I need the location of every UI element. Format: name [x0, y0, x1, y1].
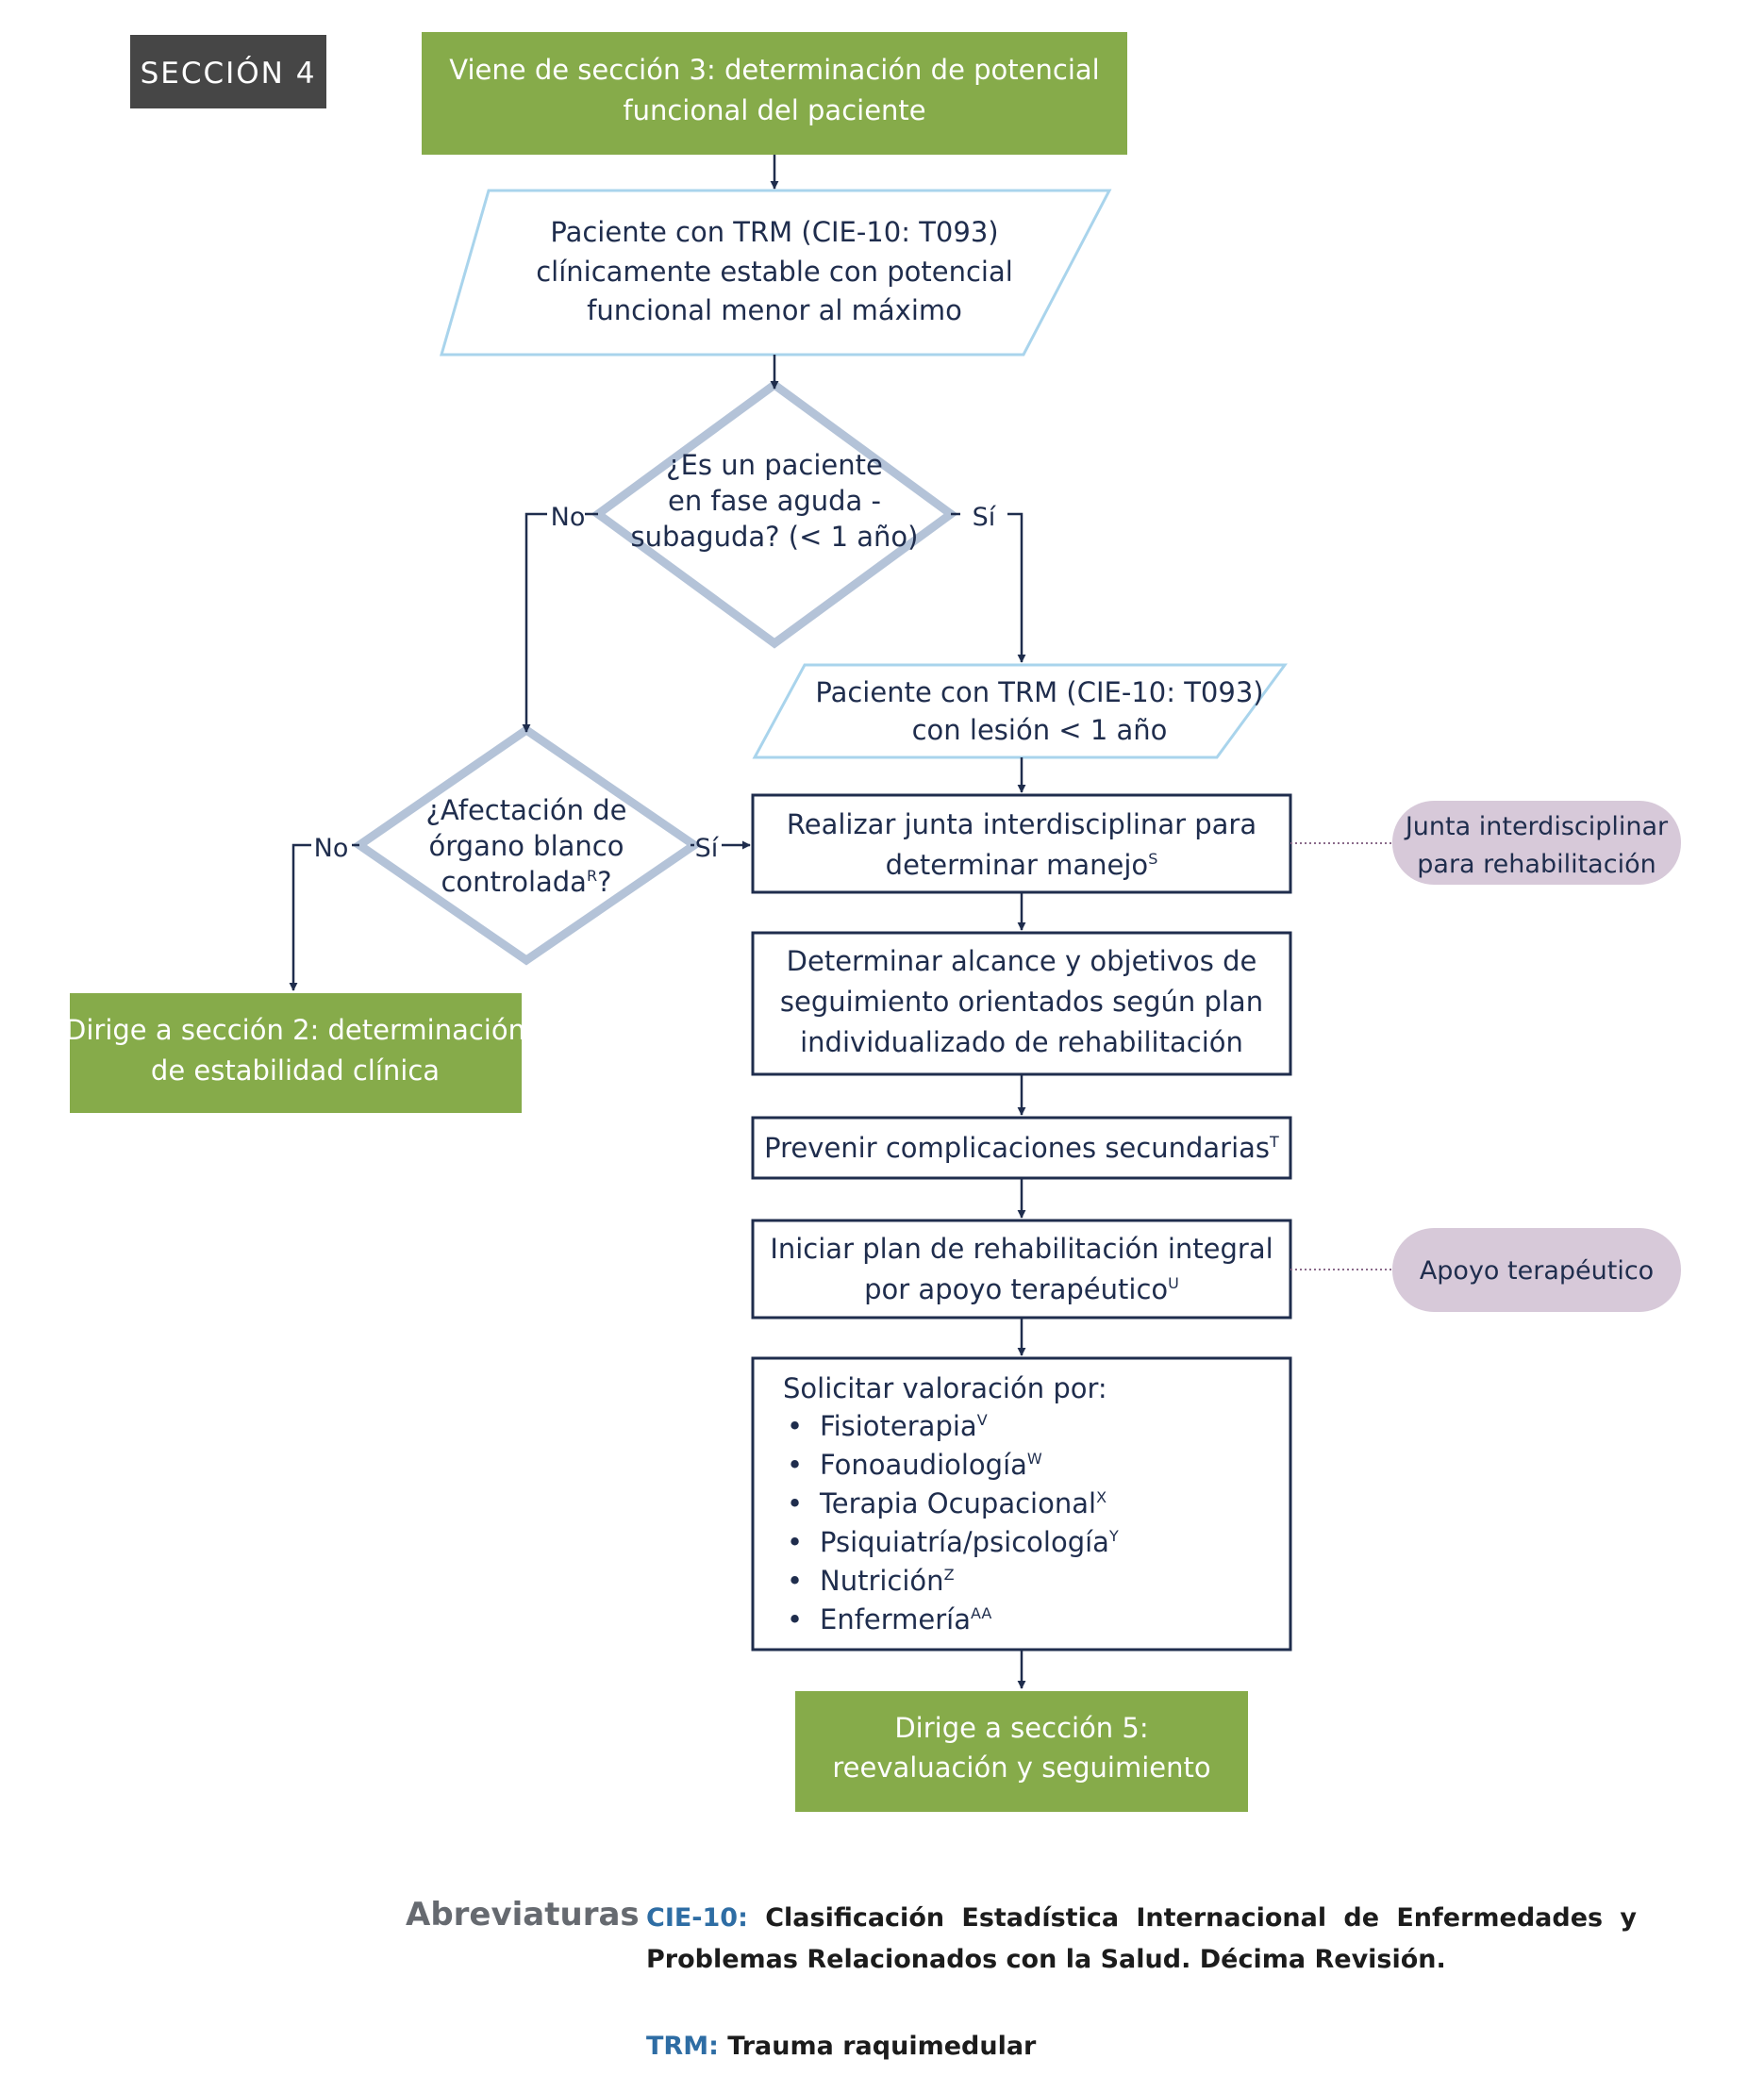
apoyo-note-label: Apoyo terapéutico: [1420, 1256, 1654, 1286]
solicitar-item: Terapia OcupacionalX: [819, 1487, 1107, 1519]
solicitar-bullet: •: [787, 1487, 803, 1519]
to-section-2-line2: de estabilidad clínica: [151, 1054, 440, 1087]
abbreviation-cie10: CIE-10: Clasificación Estadística Intern…: [646, 1898, 1637, 1981]
junta-line1: Realizar junta interdisciplinar para: [787, 808, 1256, 840]
decision-acute-line1: ¿Es un paciente: [666, 449, 883, 481]
patient-lesion-input: Paciente con TRM (CIE-10: T093) con lesi…: [752, 663, 1288, 759]
alcance-box: Determinar alcance y objetivos de seguim…: [751, 931, 1292, 1076]
edge-acute-yes: [1007, 512, 1026, 663]
to-section-5-line2: reevaluación y seguimiento: [832, 1751, 1210, 1784]
from-section-3-line1: Viene de sección 3: determinación de pot…: [449, 54, 1099, 86]
edge-organ-no: [289, 843, 311, 991]
junta-line2: determinar manejoS: [886, 849, 1158, 881]
decision-organ-line1: ¿Afectación de: [426, 794, 627, 826]
abbreviation-cie10-definition: Clasificación Estadística Internacional …: [646, 1903, 1638, 1974]
patient-stable-input: Paciente con TRM (CIE-10: T093) clínicam…: [440, 189, 1112, 357]
solicitar-item: EnfermeríaAA: [820, 1603, 991, 1635]
from-section-3-box: Viene de sección 3: determinación de pot…: [422, 32, 1127, 155]
junta-box: Realizar junta interdisciplinar para det…: [751, 793, 1292, 894]
section-tag-label: SECCIÓN 4: [141, 56, 317, 91]
abbreviation-trm: TRM: Trauma raquimedular: [646, 2026, 1637, 2067]
solicitar-bullet: •: [787, 1565, 803, 1597]
solicitar-item-list: • FisioterapiaV • FonoaudiologíaW • Terapia O…: [787, 1410, 1119, 1635]
solicitar-bullet: •: [787, 1603, 803, 1635]
patient-stable-line3: funcional menor al máximo: [587, 294, 962, 326]
solicitar-item: FisioterapiaV: [820, 1410, 988, 1442]
patient-stable-line2: clínicamente estable con potencial: [536, 256, 1013, 288]
solicitar-bullet: •: [787, 1526, 803, 1558]
abbreviation-cie10-term: CIE-10:: [646, 1903, 748, 1933]
to-section-5-box: Dirige a sección 5: reevaluación y segui…: [795, 1691, 1248, 1812]
solicitar-bullet: •: [787, 1449, 803, 1481]
label-organ-no: No: [314, 834, 349, 863]
decision-acute-phase: ¿Es un paciente en fase aguda - subaguda…: [591, 379, 958, 649]
from-section-3-line2: funcional del paciente: [623, 94, 925, 126]
solicitar-title: Solicitar valoración por:: [783, 1372, 1107, 1404]
abbreviation-trm-definition: Trauma raquimedular: [727, 2032, 1037, 2061]
to-section-2-line1: Dirige a sección 2: determinación: [65, 1014, 525, 1046]
solicitar-item: FonoaudiologíaW: [820, 1449, 1042, 1481]
solicitar-item: Psiquiatría/psicologíaY: [820, 1526, 1119, 1558]
label-acute-no: No: [551, 503, 586, 532]
solicitar-box: Solicitar valoración por: • FisioterapiaV…: [751, 1356, 1292, 1652]
abbreviations-heading: Abreviaturas: [406, 1896, 640, 1934]
alcance-line1: Determinar alcance y objetivos de: [787, 945, 1257, 977]
prevenir-box: Prevenir complicaciones secundariasT: [751, 1116, 1292, 1180]
iniciar-box: Iniciar plan de rehabilitación integral …: [751, 1219, 1292, 1320]
decision-organ-line3: controladaR?: [441, 866, 611, 898]
patient-lesion-line1: Paciente con TRM (CIE-10: T093): [815, 676, 1263, 708]
to-section-2-box: Dirige a sección 2: determinación de est…: [65, 993, 525, 1113]
label-acute-yes: Sí: [973, 503, 997, 532]
solicitar-bullet: •: [787, 1410, 803, 1442]
iniciar-line1: Iniciar plan de rehabilitación integral: [770, 1233, 1273, 1265]
label-organ-yes: Sí: [695, 834, 720, 863]
decision-organ-line2: órgano blanco: [429, 830, 624, 862]
decision-target-organ: ¿Afectación de órgano blanco controladaR…: [352, 724, 702, 966]
patient-stable-line1: Paciente con TRM (CIE-10: T093): [550, 216, 998, 248]
alcance-line2: seguimiento orientados según plan: [780, 986, 1263, 1018]
solicitar-item: NutriciónZ: [820, 1565, 955, 1597]
decision-acute-line2: en fase aguda -: [668, 485, 881, 517]
abbreviation-trm-term: TRM:: [646, 2032, 719, 2061]
apoyo-note: Apoyo terapéutico: [1392, 1228, 1681, 1312]
edge-acute-no: [522, 512, 547, 733]
to-section-5-line1: Dirige a sección 5:: [894, 1712, 1148, 1744]
alcance-line3: individualizado de rehabilitación: [800, 1026, 1243, 1058]
junta-note-line2: para rehabilitación: [1417, 850, 1656, 879]
decision-acute-line3: subaguda? (< 1 año): [631, 521, 919, 553]
junta-note-line1: Junta interdisciplinar: [1404, 812, 1669, 841]
prevenir-text: Prevenir complicaciones secundariasT: [764, 1132, 1279, 1164]
patient-lesion-line2: con lesión < 1 año: [912, 714, 1168, 746]
iniciar-line2: por apoyo terapéuticoU: [864, 1273, 1179, 1305]
section-tag: SECCIÓN 4: [130, 35, 326, 108]
junta-note: Junta interdisciplinar para rehabilitaci…: [1392, 801, 1681, 885]
